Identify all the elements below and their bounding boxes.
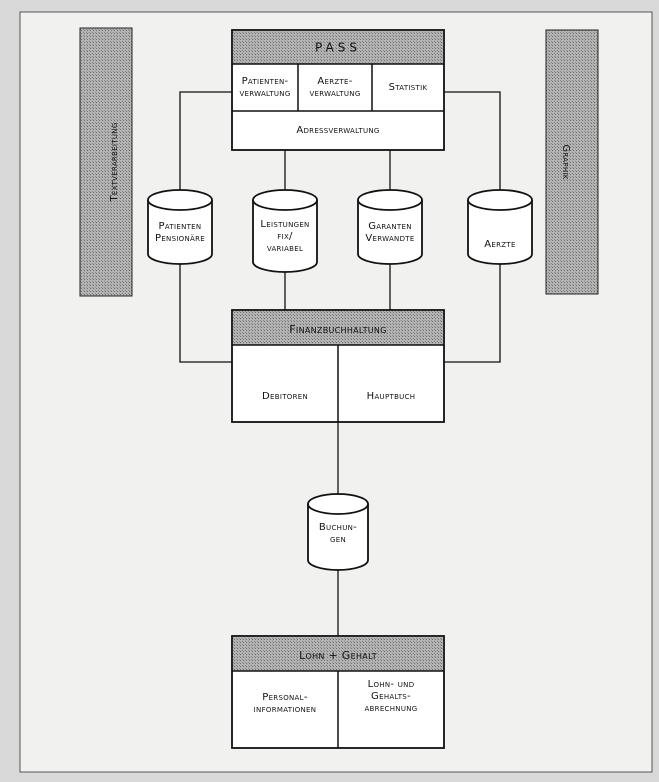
label-line: variabel xyxy=(267,243,303,254)
pass-title: PASS xyxy=(315,41,361,55)
label-line: Leistungen xyxy=(260,219,309,230)
graphik-label: Graphik xyxy=(560,144,571,179)
textverarbeitung-label: Textverarbeitung xyxy=(109,122,120,202)
db-buchungen: Buchun-gen xyxy=(307,493,369,571)
label-line: Personal- xyxy=(262,692,308,703)
label-line: Pensionäre xyxy=(155,233,205,244)
label-line: Aerzte- xyxy=(317,76,352,87)
label-line: Debitoren xyxy=(262,391,308,402)
aerzteverwaltung-label: Aerzte-verwaltung xyxy=(309,76,360,99)
label-line: Aerzte xyxy=(484,239,515,250)
graphik-bar: Graphik xyxy=(545,29,599,295)
debitoren-label: Debitoren xyxy=(262,391,308,402)
label-line: verwaltung xyxy=(239,88,290,99)
adressverwaltung-label: Adressverwaltung xyxy=(296,125,379,136)
line-pass-aerzte xyxy=(444,91,501,200)
finanzbuchhaltung-box: Finanzbuchhaltung Debitoren Hauptbuch xyxy=(231,309,445,423)
label-line: Verwandte xyxy=(365,233,414,244)
label-line: abrechnung xyxy=(364,703,417,714)
line-aerzte-finanz xyxy=(444,262,501,363)
db-buchungen-label: Buchun-gen xyxy=(319,522,357,545)
db-aerzte-label: Aerzte xyxy=(484,239,515,250)
db-aerzte: Aerzte xyxy=(467,189,533,265)
lohn-gehalt-box: Lohn + Gehalt Personal-informationen Loh… xyxy=(231,635,445,749)
label-line: gen xyxy=(330,534,346,545)
label-line: Patienten xyxy=(159,221,202,232)
patientenverwaltung-label: Patienten-verwaltung xyxy=(239,76,290,99)
personalinformationen-label: Personal-informationen xyxy=(254,692,317,715)
statistik-label: Statistik xyxy=(389,82,428,93)
label-line: informationen xyxy=(254,704,317,715)
label-line: Adressverwaltung xyxy=(296,125,379,136)
label-line: Buchun- xyxy=(319,522,357,533)
label-line: Lohn- und xyxy=(368,679,415,690)
label-line: Statistik xyxy=(389,82,428,93)
label-line: Hauptbuch xyxy=(367,391,416,402)
finanzbuchhaltung-title: Finanzbuchhaltung xyxy=(289,323,386,336)
line-patienten-finanz xyxy=(179,262,232,363)
hauptbuch-label: Hauptbuch xyxy=(367,391,416,402)
label-line: fix/ xyxy=(277,231,293,242)
line-pass-patienten xyxy=(179,91,232,200)
label-line: Patienten- xyxy=(242,76,289,87)
connection-lines xyxy=(179,91,501,636)
label-line: Garanten xyxy=(368,221,411,232)
textverarbeitung-bar: Textverarbeitung xyxy=(79,27,133,297)
lohn-gehalt-title: Lohn + Gehalt xyxy=(299,649,377,662)
pass-box: PASS Patienten-verwaltung Aerzte-verwalt… xyxy=(231,29,445,151)
label-line: verwaltung xyxy=(309,88,360,99)
label-line: Gehalts- xyxy=(371,691,411,702)
